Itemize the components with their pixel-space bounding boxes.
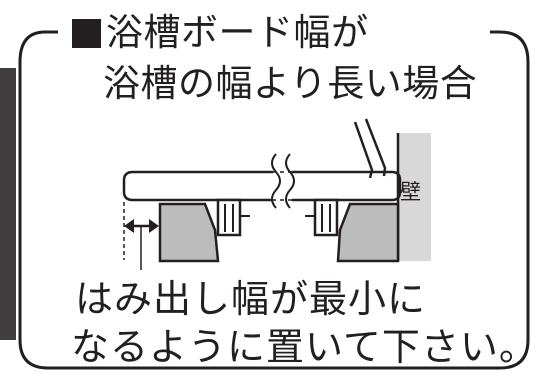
heading-text-1: 浴槽ボード幅が <box>106 11 369 54</box>
wall-label: 壁 <box>400 180 421 204</box>
heading-line-2: 浴槽の幅より長い場合 <box>103 62 478 105</box>
overhang-arrowhead-right <box>149 219 159 233</box>
board-left-end <box>122 170 273 202</box>
break-mark-right <box>285 153 295 209</box>
overhang-arrowhead-left <box>124 219 134 233</box>
heading-square-marker <box>72 19 101 48</box>
break-mark-left <box>271 153 281 209</box>
heading-line-1: 浴槽ボード幅が <box>72 13 369 53</box>
handrail-inner <box>364 118 387 177</box>
tub-rim-left <box>158 202 220 263</box>
handrail-outer <box>353 121 374 179</box>
stopper-left <box>216 198 242 237</box>
caption-line-1: はみ出し幅が最小に <box>75 277 427 321</box>
tub-rim-right <box>336 202 400 263</box>
left-edge-bar <box>0 68 16 340</box>
board-right-end <box>292 170 402 202</box>
wall-block <box>398 133 431 261</box>
frame-outline <box>18 30 530 370</box>
caption-line-2: なるように置いて下さい。 <box>71 325 538 369</box>
stopper-right <box>313 198 339 237</box>
